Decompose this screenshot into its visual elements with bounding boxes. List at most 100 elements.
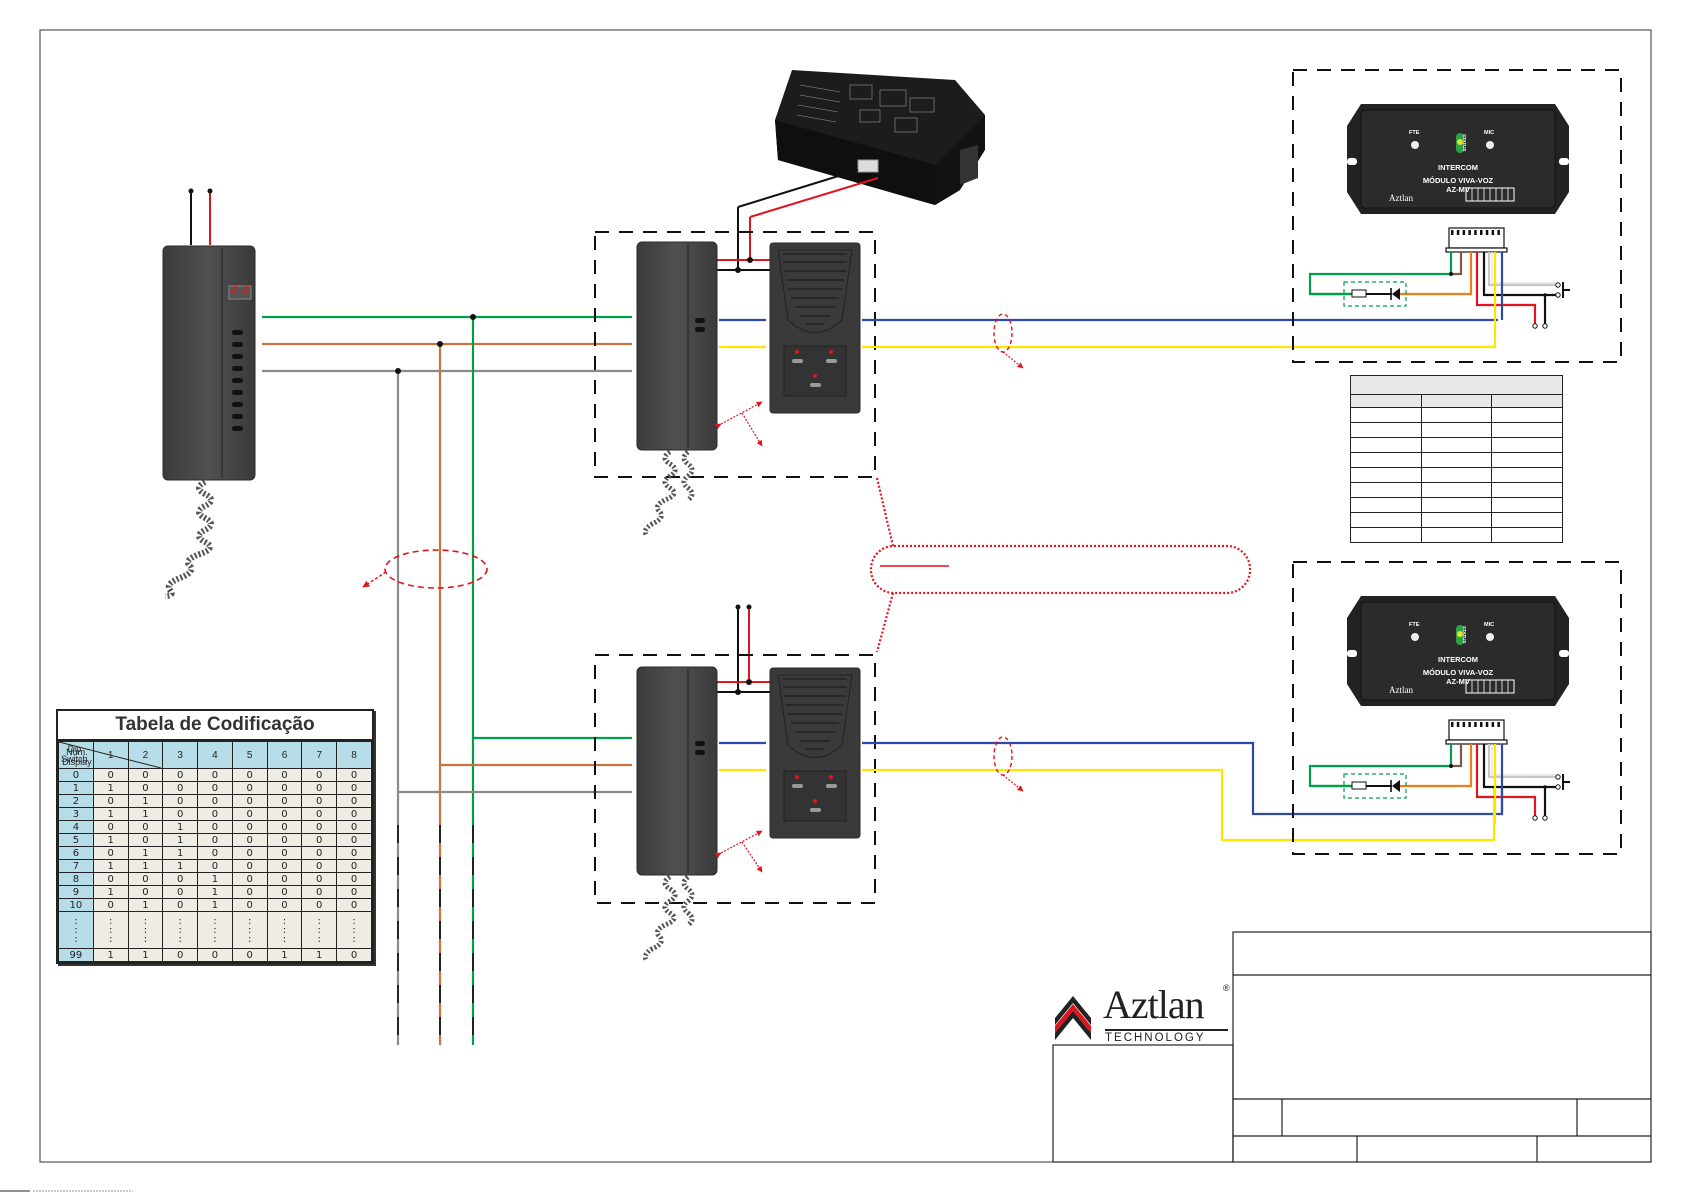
blank-table-cell — [1491, 467, 1563, 483]
blank-table-row — [1350, 482, 1563, 498]
blank-table-title-cell — [1350, 375, 1563, 395]
dip-bit-cell: 0 — [162, 948, 199, 962]
dip-bit-cell: 0 — [266, 794, 303, 808]
dip-bit-cell: 0 — [231, 898, 268, 912]
bus-wire-end-dashes — [397, 825, 474, 1045]
dip-bit-cell: 0 — [301, 820, 338, 834]
dip-column-header: 8 — [336, 741, 372, 769]
dip-bit-cell: 0 — [301, 807, 338, 821]
blank-table-cell — [1420, 422, 1493, 438]
dip-bit-cell: 0 — [231, 859, 268, 873]
resistor-symbol — [1351, 289, 1367, 298]
connector-pin — [1497, 230, 1500, 235]
unit-1-handset — [636, 241, 718, 451]
blank-table-cell — [1491, 407, 1563, 423]
green-wire — [1308, 744, 1453, 788]
dip-bit-cell: 0 — [336, 872, 372, 886]
dip-bit-cell: 0 — [231, 885, 268, 899]
blank-table-row — [1350, 497, 1563, 513]
dip-bit-cell: 0 — [92, 768, 129, 782]
terminal — [1555, 784, 1561, 790]
ellipsis-cell: ::: — [231, 911, 268, 949]
blank-table-cell — [1420, 512, 1493, 528]
junction — [1449, 272, 1453, 276]
dip-bit-cell: 1 — [92, 948, 129, 962]
gray-wire — [1491, 744, 1558, 776]
led-diode-symbol — [1392, 288, 1400, 300]
unit-2 — [594, 604, 876, 963]
display-number: 7 — [58, 859, 94, 873]
connector-pin — [1462, 722, 1466, 727]
red-wire — [1475, 252, 1537, 326]
dip-bit-cell: 0 — [336, 794, 372, 808]
blank-table-cell — [1350, 437, 1422, 453]
blank-table-cell — [1420, 497, 1493, 513]
connector-pin — [1468, 722, 1471, 727]
title-block — [1052, 931, 1652, 1163]
dip-bit-cell: 0 — [231, 820, 268, 834]
ellipsis-cell: ::: — [162, 911, 199, 949]
led-group-box — [1343, 773, 1407, 799]
connector-pin — [1485, 722, 1489, 727]
display-number: 10 — [58, 898, 94, 912]
dip-bit-cell: 1 — [162, 820, 199, 834]
dip-column-header: 3 — [162, 741, 199, 769]
connector-pin — [1491, 230, 1495, 235]
blank-table-cell — [1420, 467, 1493, 483]
blank-table-header-cell — [1350, 394, 1422, 408]
dip-bit-cell: 0 — [197, 859, 233, 873]
dip-bit-cell: 0 — [127, 768, 164, 782]
blank-table-row — [1350, 467, 1563, 483]
dip-bit-cell: 0 — [266, 820, 303, 834]
connector-pin — [1474, 230, 1477, 235]
blank-table-row — [1350, 452, 1563, 468]
dip-bit-cell: 0 — [197, 833, 233, 847]
dip-bit-cell: 1 — [92, 781, 129, 795]
ellipsis-cell: ::: — [92, 911, 129, 949]
gray-wire — [1491, 252, 1558, 284]
terminal — [1532, 323, 1538, 329]
red-wire — [1475, 744, 1537, 818]
blank-table-cell — [1350, 512, 1422, 528]
dip-bit-cell: 0 — [301, 898, 338, 912]
corner-dip-switch-label: Dip Switch — [61, 744, 88, 764]
logo-subtitle: TECHNOLOGY — [1105, 1029, 1228, 1044]
module-model: AZ-MV — [1446, 677, 1470, 686]
gray-wire — [1487, 744, 1558, 779]
dip-bit-cell: 0 — [301, 885, 338, 899]
blank-table-cell — [1420, 482, 1493, 498]
black-wire — [1482, 252, 1558, 297]
dip-bit-cell: 0 — [301, 872, 338, 886]
connector-pin — [1451, 722, 1454, 727]
dip-bit-cell: 0 — [197, 807, 233, 821]
azmv-enclosure-2 — [1292, 561, 1622, 855]
speaker-grille — [232, 330, 243, 431]
coiled-cord — [164, 479, 214, 599]
dip-bit-cell: 0 — [336, 948, 372, 962]
module-brand: Aztlan — [1389, 193, 1413, 203]
dip-bit-cell: 1 — [197, 872, 233, 886]
dip-bit-cell: 1 — [127, 794, 164, 808]
dip-bit-cell: 0 — [336, 768, 372, 782]
intercom-label: INTERCOM — [1438, 655, 1478, 664]
blank-table-row — [1350, 422, 1563, 438]
logo-registered-mark: ® — [1223, 983, 1230, 993]
dip-column-header: 7 — [301, 741, 338, 769]
orange-wire — [1398, 744, 1473, 788]
dip-table-title: Tabela de Codificação — [58, 711, 372, 741]
azmv-enclosure-1 — [1292, 69, 1622, 363]
module-title: MÓDULO VIVA-VOZ — [1422, 668, 1494, 677]
mic-label: MIC — [1484, 622, 1495, 628]
module-model: AZ-MV — [1446, 185, 1470, 194]
dip-bit-cell: 0 — [231, 781, 268, 795]
blank-table-cell — [1350, 497, 1422, 513]
dip-bit-cell: 0 — [162, 872, 199, 886]
display-number: 9 — [58, 885, 94, 899]
dip-bit-cell: 1 — [127, 859, 164, 873]
dip-bit-cell: 0 — [162, 768, 199, 782]
dip-bit-cell: 0 — [162, 781, 199, 795]
